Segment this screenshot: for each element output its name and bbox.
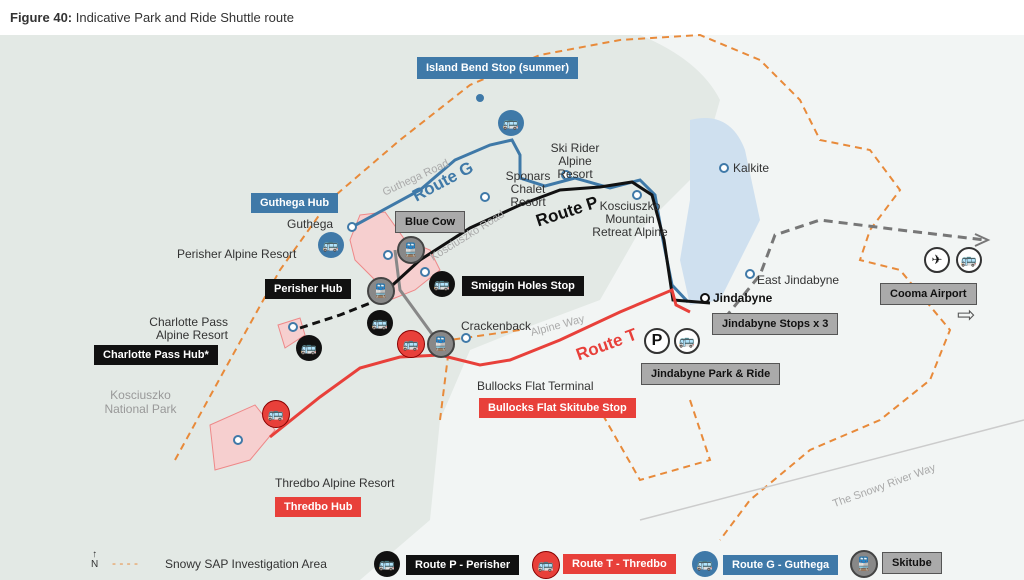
place-charlotte-pass: Charlotte Pass Alpine Resort [149,315,228,342]
bus-icon: 🚌 [532,551,560,579]
figure-title: Figure 40: Indicative Park and Ride Shut… [10,10,294,25]
legend-route-t: Route T - Thredbo [563,554,676,574]
bus-icon: 🚌 [498,110,524,136]
charlotte-dashed-line [299,298,379,330]
bus-icon: 🚌 [674,328,700,354]
skitube-line [393,249,442,346]
thredbo-resort-area [209,404,276,471]
cooma-route [713,218,986,331]
train-icon: 🚆 [427,330,455,358]
national-park-label: Kosciuszko National Park [104,388,177,416]
place-thredbo: Thredbo Alpine Resort [275,476,395,490]
north-arrow-icon: ↑N [91,549,99,570]
bus-icon: 🚌 [318,232,344,258]
guthega-hub-label: Guthega Hub [251,193,339,213]
place-guthega: Guthega [287,217,334,231]
bus-icon: 🚌 [692,551,718,577]
bus-icon: 🚌 [374,551,400,577]
parking-icon: P [644,328,670,354]
smiggin-holes-label: Smiggin Holes Stop [462,276,584,296]
bus-icon: 🚌 [956,247,982,273]
bus-icon: 🚌 [262,400,290,428]
legend-route-p: Route P - Perisher [406,555,520,575]
place-kosciuszko-mountain-retreat: Kosciuszko Mountain Retreat Alpine [592,199,668,239]
place-kalkite: Kalkite [733,161,770,175]
place-east-jindabyne: East Jindabyne [757,273,840,287]
perisher-hub-label: Perisher Hub [265,279,352,299]
boundary-dash-icon: - - - - [112,556,138,570]
bus-icon: 🚌 [397,330,425,358]
place-crackenback: Crackenback [461,319,532,333]
legend-boundary: Snowy SAP Investigation Area [165,557,327,571]
place-bullocks-flat: Bullocks Flat Terminal [477,379,594,393]
bus-icon: 🚌 [429,271,455,297]
thredbo-hub-label: Thredbo Hub [275,497,362,517]
bullocks-flat-stop-label: Bullocks Flat Skitube Stop [479,398,636,418]
blue-cow-label: Blue Cow [395,211,466,233]
place-ski-rider: Ski Rider Alpine Resort [550,141,600,181]
place-sponars: Sponars Chalet Resort [505,169,551,209]
jindabyne-stops-label: Jindabyne Stops x 3 [712,313,839,335]
train-icon: 🚆 [367,277,395,305]
park-ride-label: Jindabyne Park & Ride [641,363,781,385]
bus-icon: 🚌 [296,335,322,361]
island-bend-stop-label: Island Bend Stop (summer) [417,57,579,79]
arrow-right-icon: ⇨ [957,302,976,327]
train-icon: 🚆 [850,550,878,578]
legend-skitube: Skitube [882,552,942,574]
route-p-line [383,180,711,305]
national-park-area [0,35,720,580]
charlotte-pass-hub-label: Charlotte Pass Hub* [94,345,218,365]
place-jindabyne: Jindabyne [713,291,773,305]
airplane-icon: ✈ [924,247,950,273]
lake-jindabyne [680,118,760,305]
train-icon: 🚆 [397,236,425,264]
cooma-airport-label: Cooma Airport [880,283,977,305]
bus-icon: 🚌 [367,310,393,336]
legend-route-g: Route G - Guthega [723,555,839,575]
route-t-line [269,287,691,439]
place-perisher: Perisher Alpine Resort [177,247,297,261]
